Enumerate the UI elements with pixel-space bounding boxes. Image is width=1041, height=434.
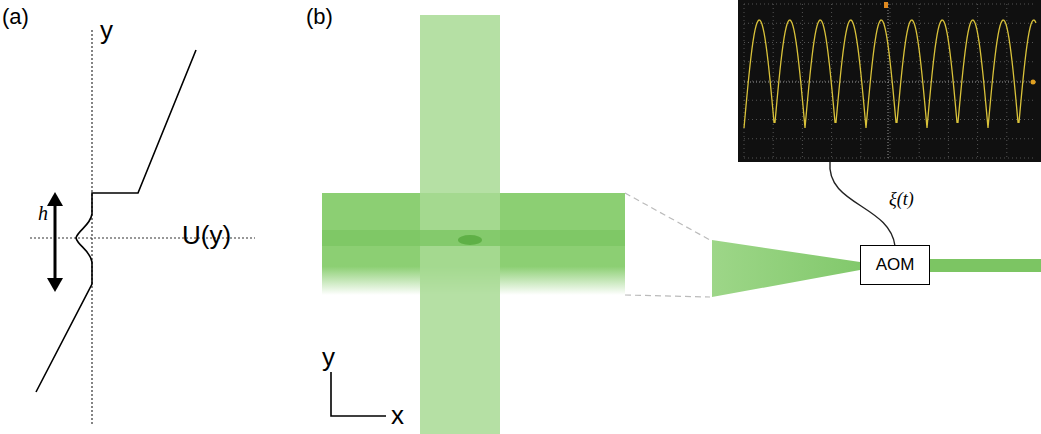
- oscilloscope-screen: [738, 0, 1041, 162]
- axis-label: y: [100, 17, 113, 43]
- signal-label: ξ(t): [889, 190, 914, 208]
- potential-plot: [30, 30, 255, 425]
- panel-label: (b): [306, 6, 333, 28]
- modulator-box: AOM: [860, 245, 930, 285]
- axes: [331, 372, 386, 416]
- cable: [830, 162, 895, 246]
- box-label: AOM: [876, 255, 915, 275]
- panel-label: (a): [2, 6, 29, 28]
- axis-label: y: [322, 344, 335, 370]
- axis-label: x: [391, 402, 404, 428]
- axis-label: U(y): [182, 222, 231, 248]
- height-label: h: [38, 203, 48, 223]
